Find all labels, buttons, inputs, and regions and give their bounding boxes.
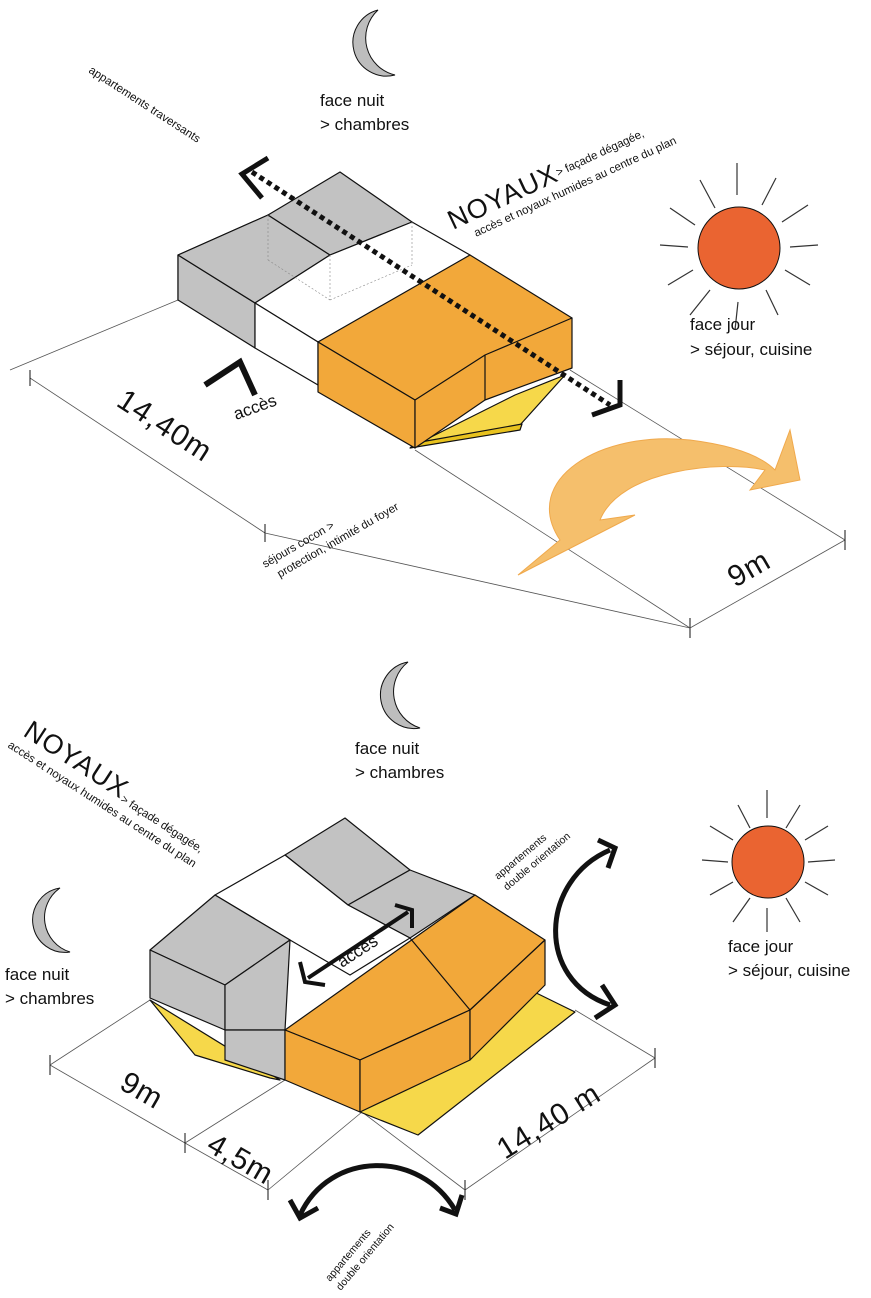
- top-sun-label-1: face jour: [690, 315, 756, 334]
- sun-icon: [701, 790, 836, 932]
- bottom-dimension-lines: [49, 999, 656, 1200]
- double-orientation-note-1: appartements double orientation: [492, 830, 573, 893]
- bottom-moon-label-1: face nuit: [355, 739, 420, 758]
- traversant-arrow-left-icon: [238, 155, 270, 200]
- top-acces-label: accès: [231, 391, 279, 424]
- top-traversant-label: appartements traversants: [86, 64, 202, 145]
- double-orientation-arrow-right-icon: [553, 847, 611, 1008]
- traversant-arrow-right-icon: [591, 380, 623, 418]
- bottom-dim-45: 4,5m: [202, 1127, 280, 1191]
- bottom-moon2-label-1: face nuit: [5, 965, 70, 984]
- bottom-sun-label-2: > séjour, cuisine: [728, 961, 850, 980]
- double-orientation-note-2: appartements double orientation: [323, 1221, 397, 1293]
- top-dim-long: 14,40m: [111, 383, 218, 468]
- top-moon-label-2: > chambres: [320, 115, 409, 134]
- bottom-moon2-label-2: > chambres: [5, 989, 94, 1008]
- moon-icon: [379, 661, 421, 730]
- rotation-arrow-icon: [517, 428, 801, 576]
- bottom-acces-arrow-right-icon: [394, 903, 414, 928]
- bottom-sun-label-1: face jour: [728, 937, 794, 956]
- bottom-noyaux-block: NOYAUX > façade dégagée, accès et noyaux…: [6, 715, 205, 870]
- top-sejours-note: séjours cocon > protection, intimité du …: [261, 501, 402, 581]
- bottom-moon-label-2: > chambres: [355, 763, 444, 782]
- bottom-dim-9: 9m: [115, 1065, 169, 1115]
- top-sun-label-2: > séjour, cuisine: [690, 340, 812, 359]
- moon-icon: [352, 9, 396, 77]
- moon-icon: [32, 887, 71, 953]
- top-noyaux-block: NOYAUX > façade dégagée, accès et noyaux…: [443, 128, 679, 240]
- sun-icon: [659, 163, 819, 331]
- bottom-building: [149, 817, 576, 1136]
- bottom-dim-1440: 14,40 m: [491, 1077, 606, 1166]
- top-building: [177, 171, 573, 449]
- bottom-acces-line: [306, 910, 410, 980]
- top-acces-arrow-icon: [203, 357, 258, 397]
- top-dim-short: 9m: [722, 544, 776, 594]
- bottom-acces-arrow-left-icon: [298, 961, 326, 987]
- top-moon-label-1: face nuit: [320, 91, 385, 110]
- double-orientation-arrow-bottom-icon: [297, 1163, 458, 1217]
- traversant-line: [250, 169, 612, 408]
